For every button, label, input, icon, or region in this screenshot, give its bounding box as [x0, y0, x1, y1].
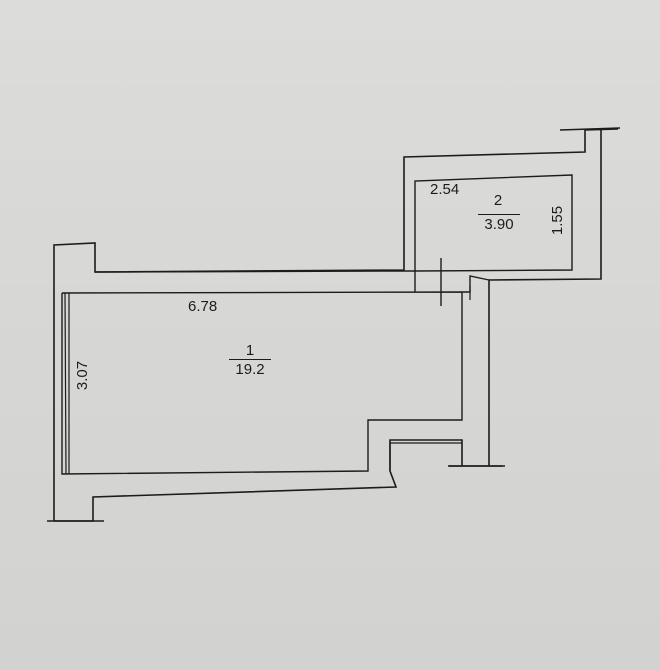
room2-width-label: 1.55 — [549, 205, 567, 236]
room1-width-label: 3.07 — [74, 360, 92, 391]
room1-number: 1 — [245, 342, 255, 359]
room1-inner-wall — [61, 291, 463, 475]
room2-area: 3.90 — [478, 214, 520, 232]
corridor-wall — [94, 270, 416, 292]
room1-area: 19.2 — [229, 359, 271, 377]
room2-number: 2 — [493, 192, 503, 209]
room1-length-label: 6.78 — [188, 298, 218, 315]
wall-cap-right — [559, 127, 621, 131]
corridor-wall-right — [462, 275, 490, 293]
room2-inner-wall — [414, 174, 573, 272]
room2-length-label: 2.54 — [430, 181, 460, 198]
outer-wall-outline — [53, 128, 619, 522]
room1-left-wall-line — [64, 292, 67, 475]
entrance-step — [389, 442, 462, 471]
